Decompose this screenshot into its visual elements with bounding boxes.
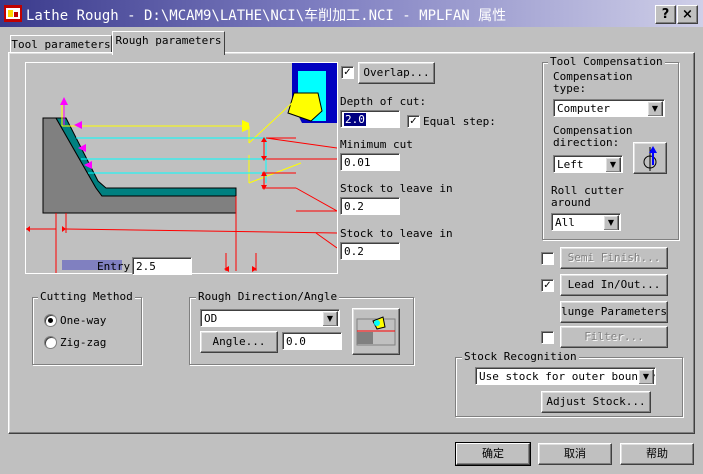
tab-rough-parameters[interactable]: Rough parameters: [112, 31, 225, 55]
angle-field[interactable]: 0.0: [282, 332, 342, 350]
minimum-cut-label: Minimum cut: [340, 138, 413, 151]
toolpath-diagram: [26, 63, 338, 273]
toolpath-preview: [25, 62, 338, 274]
stock-recognition-value: Use stock for outer boundar: [479, 370, 656, 383]
stock-to-leave-x-label: Stock to leave in: [340, 182, 453, 195]
cutting-method-title: Cutting Method: [38, 290, 135, 303]
plunge-parameters-button[interactable]: lunge Parameters..: [560, 301, 668, 323]
depth-of-cut-field[interactable]: 2.0: [340, 110, 400, 128]
stock-to-leave-x-field[interactable]: 0.2: [340, 197, 400, 215]
cancel-button[interactable]: 取消: [538, 443, 612, 465]
overlap-checkbox[interactable]: ✓: [341, 66, 354, 79]
compensation-type-label: Compensation type:: [553, 70, 633, 95]
chevron-down-icon[interactable]: ▼: [647, 101, 663, 116]
roll-cutter-select[interactable]: All ▼: [551, 213, 621, 231]
cutting-method-group: [32, 297, 142, 365]
rough-direction-select[interactable]: OD ▼: [200, 309, 340, 327]
compensation-direction-label: Compensation direction:: [553, 124, 633, 149]
compensation-type-select[interactable]: Computer ▼: [553, 99, 665, 117]
tool-compensation-title: Tool Compensation: [548, 55, 665, 68]
stock-recognition-title: Stock Recognition: [462, 350, 579, 363]
stock-to-leave-z-label: Stock to leave in: [340, 227, 453, 240]
zig-zag-label: Zig-zag: [60, 336, 107, 349]
depth-of-cut-value: 2.0: [344, 113, 366, 126]
tab-tool-parameters[interactable]: Tool parameters: [10, 35, 112, 55]
one-way-radio[interactable]: [44, 314, 57, 327]
stock-to-leave-z-field[interactable]: 0.2: [340, 242, 400, 260]
chevron-down-icon[interactable]: ▼: [322, 311, 338, 326]
stock-recognition-select[interactable]: Use stock for outer boundar ▼: [475, 367, 656, 385]
rough-direction-title: Rough Direction/Angle: [196, 290, 340, 303]
chevron-down-icon[interactable]: ▼: [603, 215, 619, 230]
compensation-type-value: Computer: [557, 102, 610, 115]
minimum-cut-field[interactable]: 0.01: [340, 153, 400, 171]
roll-cutter-value: All: [555, 216, 575, 229]
filter-checkbox[interactable]: [541, 331, 554, 344]
close-button[interactable]: ×: [677, 5, 698, 24]
equal-step-label: Equal step:: [423, 115, 496, 128]
one-way-label: One-way: [60, 314, 107, 327]
zig-zag-radio[interactable]: [44, 336, 57, 349]
compensation-direction-value: Left: [557, 158, 584, 171]
depth-of-cut-label: Depth of cut:: [340, 95, 427, 108]
entry-label: Entry: [97, 260, 131, 273]
adjust-stock-button[interactable]: Adjust Stock...: [541, 391, 651, 413]
chevron-down-icon[interactable]: ▼: [638, 369, 654, 384]
help-button[interactable]: ?: [655, 5, 676, 24]
angle-button[interactable]: Angle...: [200, 331, 278, 353]
filter-button[interactable]: Filter...: [560, 326, 668, 348]
roll-cutter-label: Roll cutter around: [551, 184, 624, 209]
chevron-down-icon[interactable]: ▼: [605, 157, 621, 172]
help-footer-button[interactable]: 帮助: [620, 443, 694, 465]
compensation-direction-icon: [633, 142, 667, 174]
semi-finish-checkbox[interactable]: [541, 252, 554, 265]
window-title: Lathe Rough - D:\MCAM9\LATHE\NCI\车削加工.NC…: [26, 8, 507, 24]
equal-step-checkbox[interactable]: ✓: [407, 115, 420, 128]
overlap-button[interactable]: Overlap...: [358, 62, 435, 84]
lead-in-out-checkbox[interactable]: ✓: [541, 279, 554, 292]
lead-in-out-button[interactable]: Lead In/Out...: [560, 274, 668, 296]
ok-button[interactable]: 确定: [456, 443, 530, 465]
semi-finish-button[interactable]: Semi Finish...: [560, 247, 668, 269]
entry-field[interactable]: 2.5: [132, 257, 192, 275]
compensation-direction-select[interactable]: Left ▼: [553, 155, 623, 173]
rough-direction-icon: [352, 308, 400, 355]
title-bar[interactable]: Lathe Rough - D:\MCAM9\LATHE\NCI\车削加工.NC…: [0, 0, 703, 27]
rough-direction-value: OD: [204, 312, 218, 325]
app-icon: [4, 5, 22, 22]
